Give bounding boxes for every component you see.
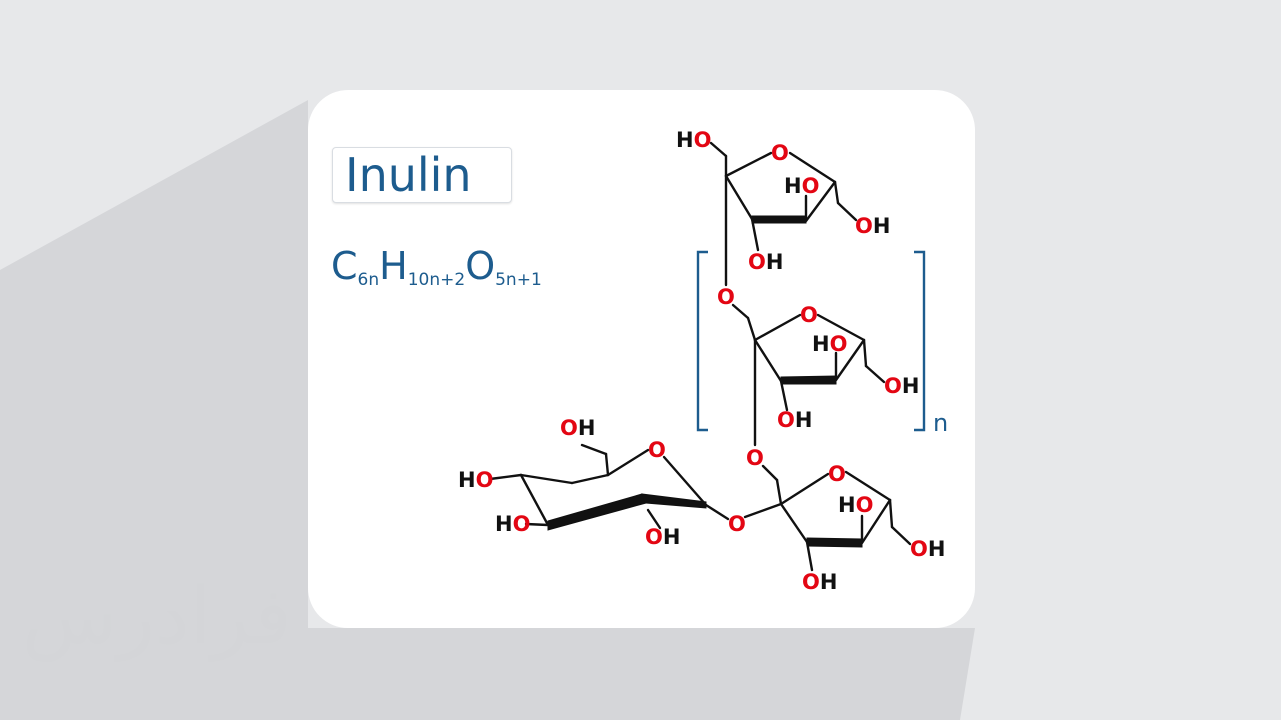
mid-ring-ho: HO — [812, 332, 847, 356]
formula-hydrogen-sub: 10n+2 — [407, 270, 466, 290]
formula-oxygen: O — [465, 244, 496, 288]
formula-hydrogen: H — [379, 244, 408, 288]
repeat-subscript-n: n — [933, 409, 948, 437]
mid-ring-oh-bottom: OH — [777, 408, 812, 432]
glucose-oh-top: OH — [560, 416, 595, 440]
mid-ring-oh-right: OH — [884, 374, 919, 398]
bottom-ring-oh-right: OH — [910, 537, 945, 561]
bottom-ring-oh-bottom: OH — [802, 570, 837, 594]
glucose-oh-bottom: OH — [645, 525, 680, 549]
link2-oxygen: O — [746, 446, 764, 470]
title-box — [332, 147, 512, 203]
mid-ring-oxygen: O — [800, 303, 818, 327]
formula-oxygen-sub: 5n+1 — [495, 270, 542, 290]
top-ring-oxygen: O — [771, 141, 789, 165]
watermark-logo: فرادرس — [22, 572, 292, 662]
top-ho-label: HO — [676, 128, 711, 152]
page-title: Inulin — [345, 148, 472, 202]
glucose-ho-bottom-left: HO — [495, 512, 530, 536]
bottom-ring-ho: HO — [838, 493, 873, 517]
top-ring-ho: HO — [784, 174, 819, 198]
formula-carbon: C — [331, 244, 358, 288]
glucose-ring-oxygen: O — [648, 438, 666, 462]
formula-carbon-sub: 6n — [357, 270, 380, 290]
glycosidic-oxygen: O — [728, 512, 746, 536]
top-ring-oh-right: OH — [855, 214, 890, 238]
link1-oxygen: O — [717, 285, 735, 309]
top-ring-oh-bottom: OH — [748, 250, 783, 274]
glucose-ho-left: HO — [458, 468, 493, 492]
bottom-ring-oxygen: O — [828, 462, 846, 486]
chemical-formula: C6nH10n+2O5n+1 — [331, 244, 542, 290]
